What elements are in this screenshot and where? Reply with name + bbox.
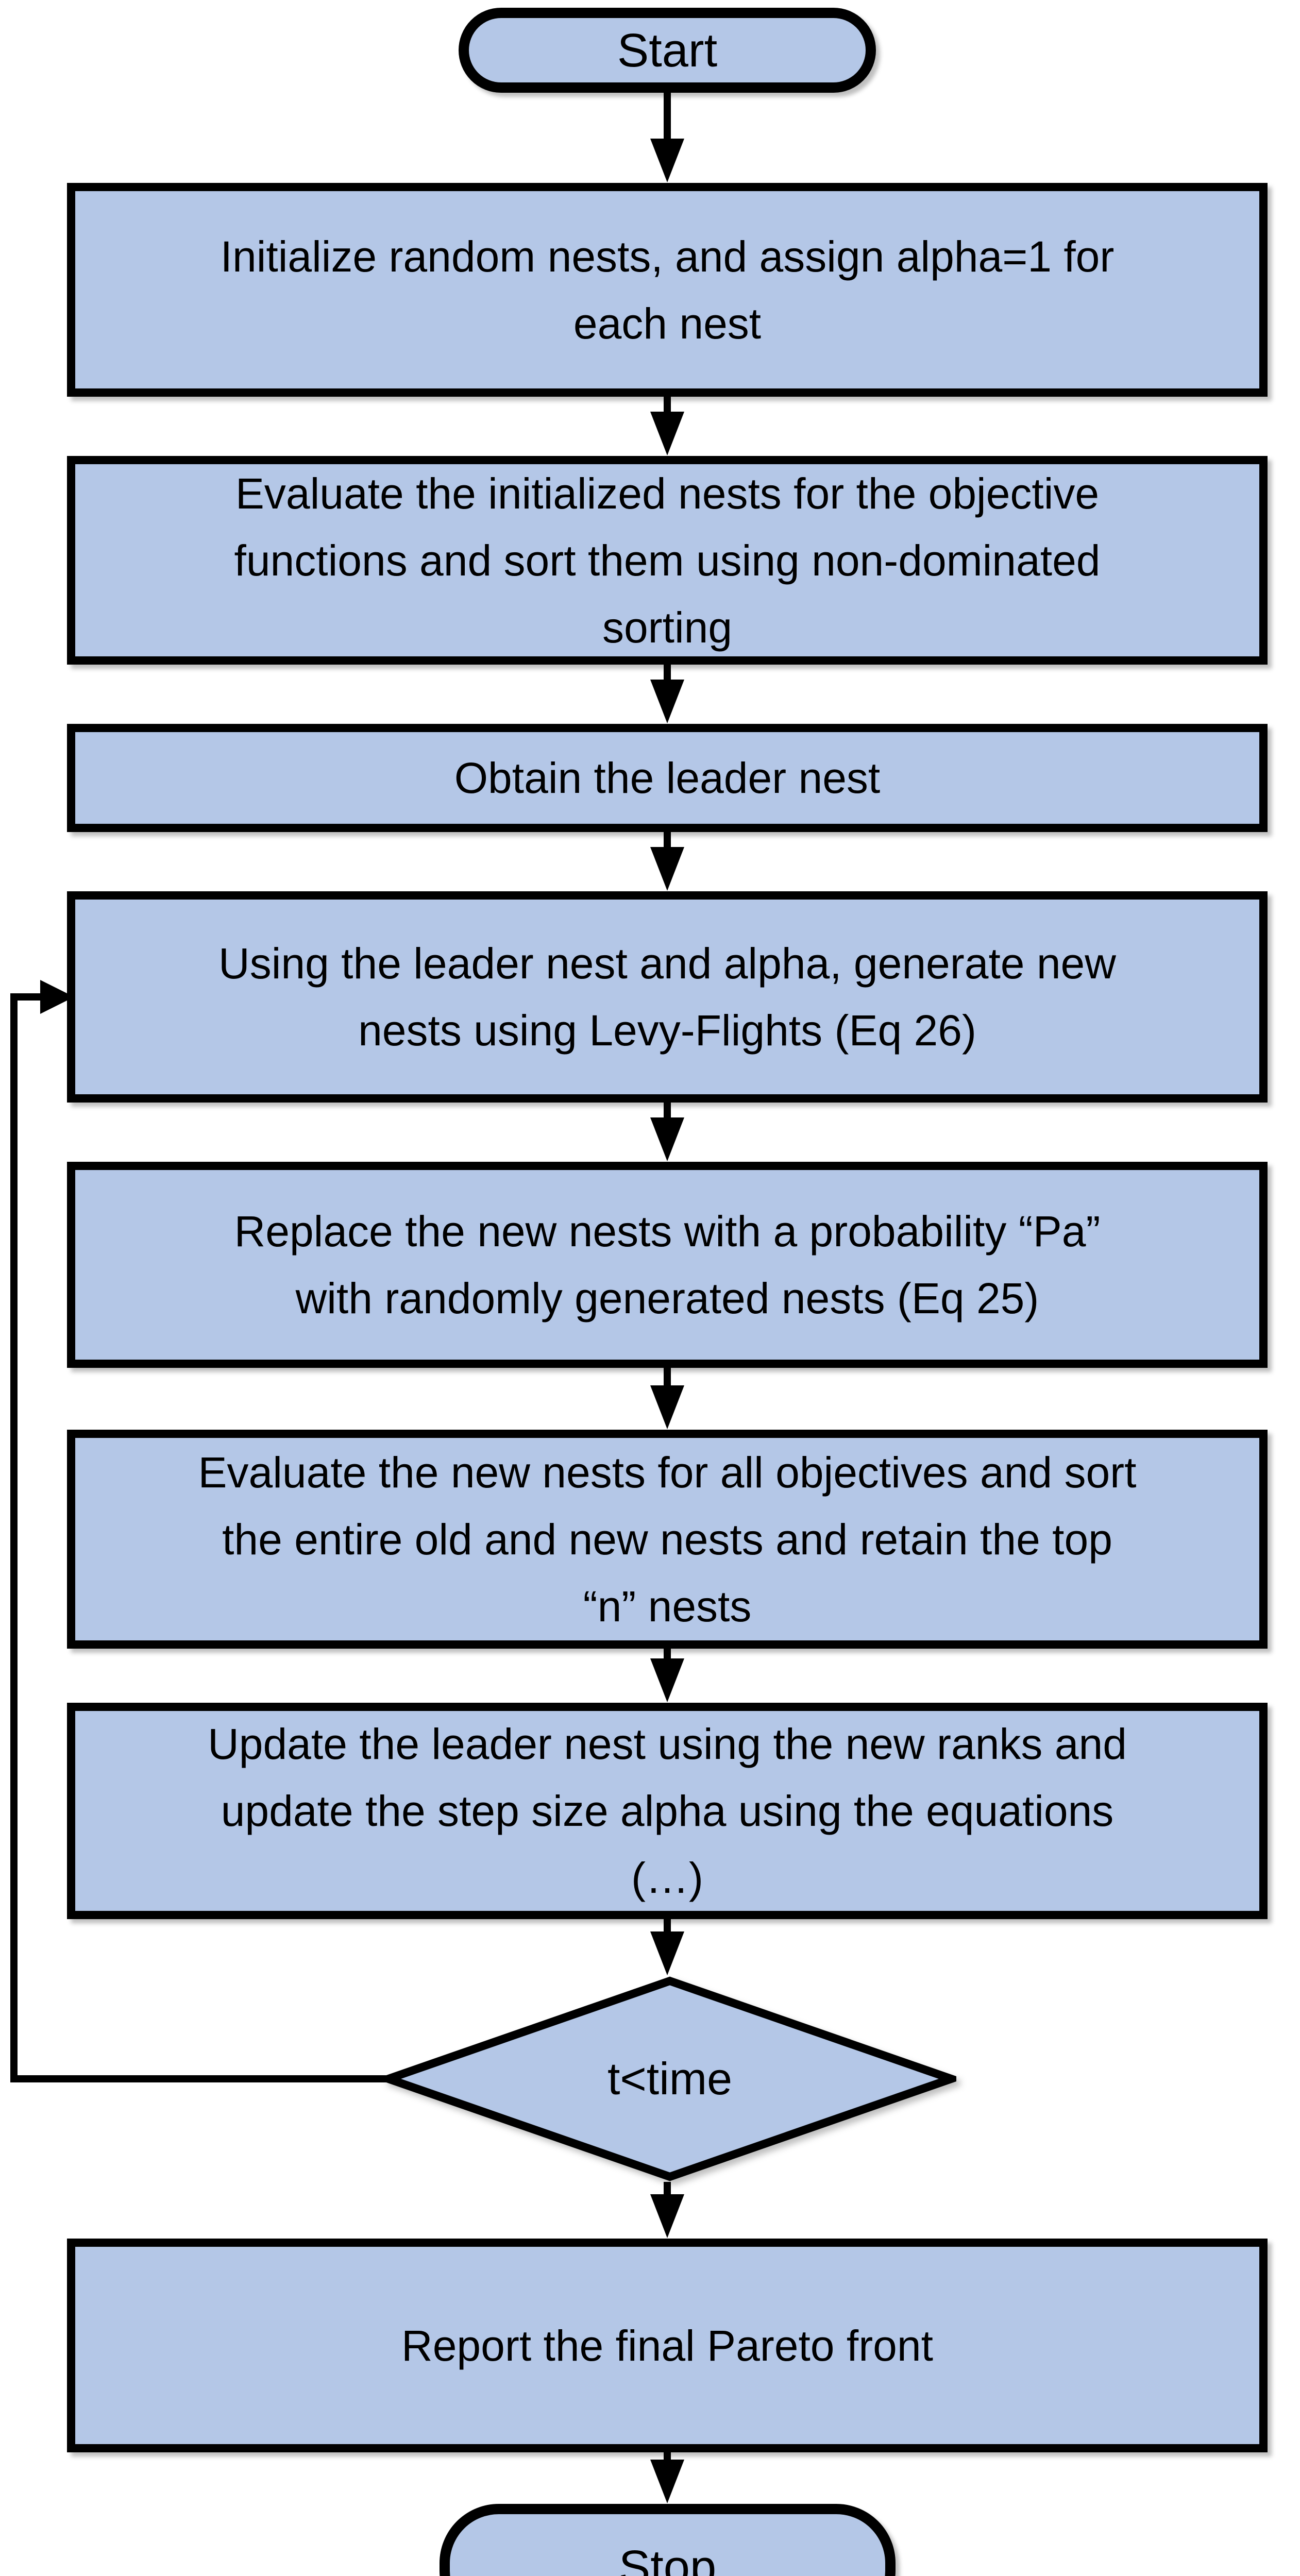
decision-diamond-shape: [383, 1976, 956, 2181]
loop-edge-bottom-segment: [10, 2075, 386, 2082]
arrow-start-to-initialize: [664, 93, 671, 139]
node-label-line: nests using Levy-Flights (Eq 26): [358, 1006, 976, 1055]
node-label-line: the entire old and new nests and retain …: [222, 1515, 1112, 1564]
node-label-line: with randomly generated nests (Eq 25): [295, 1274, 1039, 1323]
node-label-line: Report the final Pareto front: [401, 2321, 933, 2370]
node-label-line: Using the leader nest and alpha, generat…: [218, 939, 1116, 988]
flow-node-report: Report the final Pareto front: [67, 2239, 1268, 2452]
node-label-line: (…): [631, 1854, 703, 1902]
node-label: t<time: [607, 2053, 733, 2104]
flow-node-start: Start: [459, 8, 876, 93]
flow-node-decision: t<time: [383, 1976, 956, 2182]
loop-edge-arrowhead: [40, 980, 74, 1014]
node-label-line: update the step size alpha using the equ…: [221, 1787, 1114, 1835]
flow-node-replace: Replace the new nests with a probability…: [67, 1162, 1268, 1368]
node-label: Start: [617, 24, 718, 77]
loop-edge-left-segment: [10, 993, 18, 2082]
flow-node-stop: Stop: [440, 2504, 896, 2576]
arrow-initialize-to-evaluate: [664, 397, 671, 412]
node-label-line: Replace the new nests with a probability…: [234, 1207, 1101, 1256]
flow-node-initialize: Initialize random nests, and assign alph…: [67, 183, 1268, 397]
arrow-evaluate-new-to-update: [664, 1649, 671, 1659]
node-label-line: Obtain the leader nest: [454, 754, 881, 802]
node-label: Stop: [618, 2540, 717, 2576]
node-label-line: functions and sort them using non-domina…: [234, 536, 1101, 585]
node-label-line: “n” nests: [583, 1582, 752, 1631]
arrow-update-to-decision: [664, 1919, 671, 1932]
flow-node-evaluate-new: Evaluate the new nests for all objective…: [67, 1430, 1268, 1649]
node-label-line: Evaluate the new nests for all objective…: [198, 1448, 1137, 1497]
loop-edge-top-segment: [10, 993, 40, 1001]
node-label-line: Update the leader nest using the new ran…: [208, 1720, 1127, 1768]
flow-node-leader: Obtain the leader nest: [67, 724, 1268, 832]
node-label-line: Initialize random nests, and assign alph…: [220, 232, 1115, 281]
node-label-line: sorting: [602, 603, 733, 652]
flow-node-generate: Using the leader nest and alpha, generat…: [67, 891, 1268, 1103]
node-label-line: Evaluate the initialized nests for the o…: [235, 469, 1100, 518]
arrow-replace-to-evaluate-new: [664, 1368, 671, 1386]
flow-node-evaluate-initial: Evaluate the initialized nests for the o…: [67, 456, 1268, 665]
arrow-generate-to-replace: [664, 1103, 671, 1118]
arrow-leader-to-generate: [664, 832, 671, 848]
arrow-decision-to-report: [664, 2182, 671, 2195]
node-label-line: each nest: [573, 299, 762, 348]
flow-node-update: Update the leader nest using the new ran…: [67, 1703, 1268, 1919]
arrow-evaluate-to-leader: [664, 665, 671, 680]
arrow-report-to-stop: [664, 2452, 671, 2460]
